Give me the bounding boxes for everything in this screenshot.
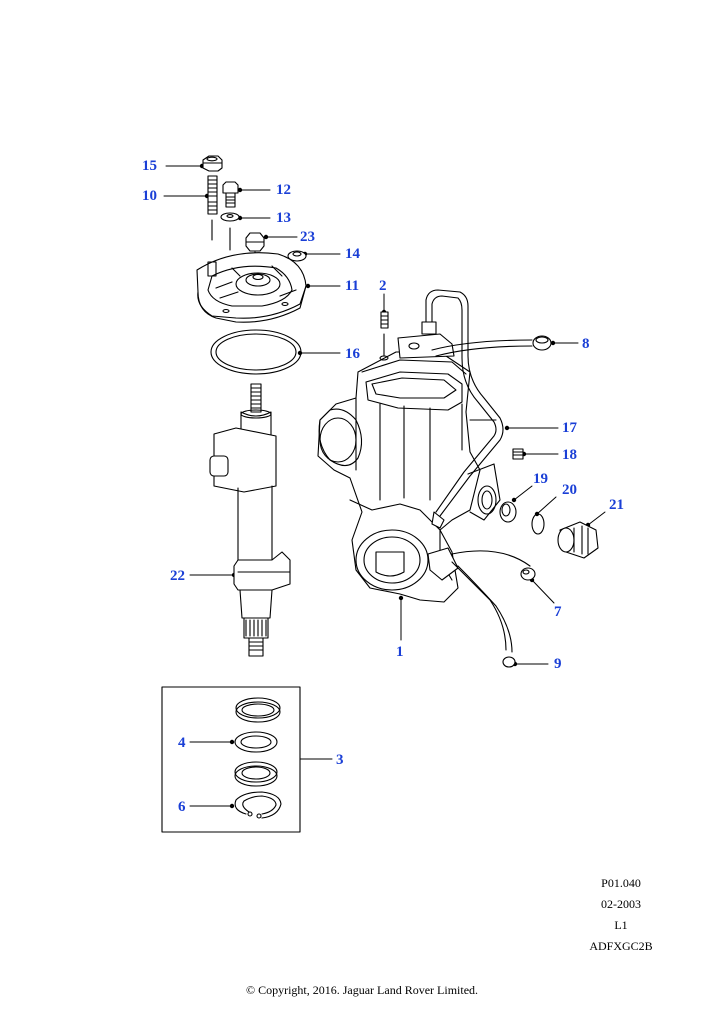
callout-11[interactable]: 11 bbox=[345, 278, 360, 294]
part-16-o-ring[interactable] bbox=[210, 329, 302, 375]
part-17-pipe[interactable] bbox=[421, 289, 504, 529]
part-15-nut[interactable] bbox=[202, 155, 223, 172]
callout-4[interactable]: 4 bbox=[178, 735, 186, 751]
copyright-notice: © Copyright, 2016. Jaguar Land Rover Lim… bbox=[245, 983, 479, 997]
callout-8[interactable]: 8 bbox=[582, 336, 590, 352]
part-1-steering-box-housing[interactable] bbox=[317, 333, 501, 603]
diagram-code: P01.040 bbox=[601, 876, 641, 890]
part-6-circlip[interactable] bbox=[234, 791, 282, 819]
callout-19[interactable]: 19 bbox=[533, 471, 548, 487]
part-8-hose-fitting[interactable] bbox=[431, 335, 552, 357]
part-21-adjuster-plug[interactable] bbox=[557, 521, 599, 559]
callout-22[interactable]: 22 bbox=[170, 568, 185, 584]
callout-7[interactable]: 7 bbox=[554, 604, 562, 620]
callout-12[interactable]: 12 bbox=[276, 182, 291, 198]
callout-9[interactable]: 9 bbox=[554, 656, 562, 672]
callout-18[interactable]: 18 bbox=[562, 447, 577, 463]
part-4-seal[interactable] bbox=[234, 731, 278, 753]
callout-17[interactable]: 17 bbox=[562, 420, 577, 436]
part-20-o-ring[interactable] bbox=[531, 513, 545, 535]
part-14-washer[interactable] bbox=[287, 250, 307, 262]
callout-14[interactable]: 14 bbox=[345, 246, 360, 262]
callout-3[interactable]: 3 bbox=[336, 752, 344, 768]
callout-16[interactable]: 16 bbox=[345, 346, 360, 362]
part-18-screw[interactable] bbox=[512, 448, 524, 460]
callout-2[interactable]: 2 bbox=[379, 278, 387, 294]
callout-13[interactable]: 13 bbox=[276, 210, 291, 226]
diagram-date: 02-2003 bbox=[601, 897, 641, 911]
part-7-fitting[interactable] bbox=[520, 567, 536, 581]
callout-21[interactable]: 21 bbox=[609, 497, 624, 513]
part-19-plug[interactable] bbox=[499, 501, 517, 523]
part-13-washer[interactable] bbox=[220, 212, 240, 251]
diagram-level: L1 bbox=[614, 918, 628, 932]
leader-lines bbox=[163, 165, 606, 807]
part-12-bolt[interactable] bbox=[222, 181, 239, 208]
callout-15[interactable]: 15 bbox=[142, 158, 157, 174]
callout-20[interactable]: 20 bbox=[562, 482, 577, 498]
part-11-cover-plate[interactable] bbox=[196, 252, 307, 323]
callout-23[interactable]: 23 bbox=[300, 229, 315, 245]
part-9-hose[interactable] bbox=[451, 550, 531, 668]
callout-6[interactable]: 6 bbox=[178, 799, 186, 815]
part-seal-lower bbox=[234, 761, 278, 787]
part-seal-upper bbox=[235, 697, 281, 723]
part-22-sector-shaft[interactable] bbox=[209, 383, 291, 657]
part-2-bleed-screw[interactable] bbox=[380, 311, 389, 329]
part-10-stud[interactable] bbox=[207, 175, 218, 241]
callout-10[interactable]: 10 bbox=[142, 188, 157, 204]
part-3-seal-kit[interactable] bbox=[161, 686, 301, 833]
callout-1[interactable]: 1 bbox=[396, 644, 404, 660]
diagram-ref: ADFXGC2B bbox=[589, 939, 653, 953]
